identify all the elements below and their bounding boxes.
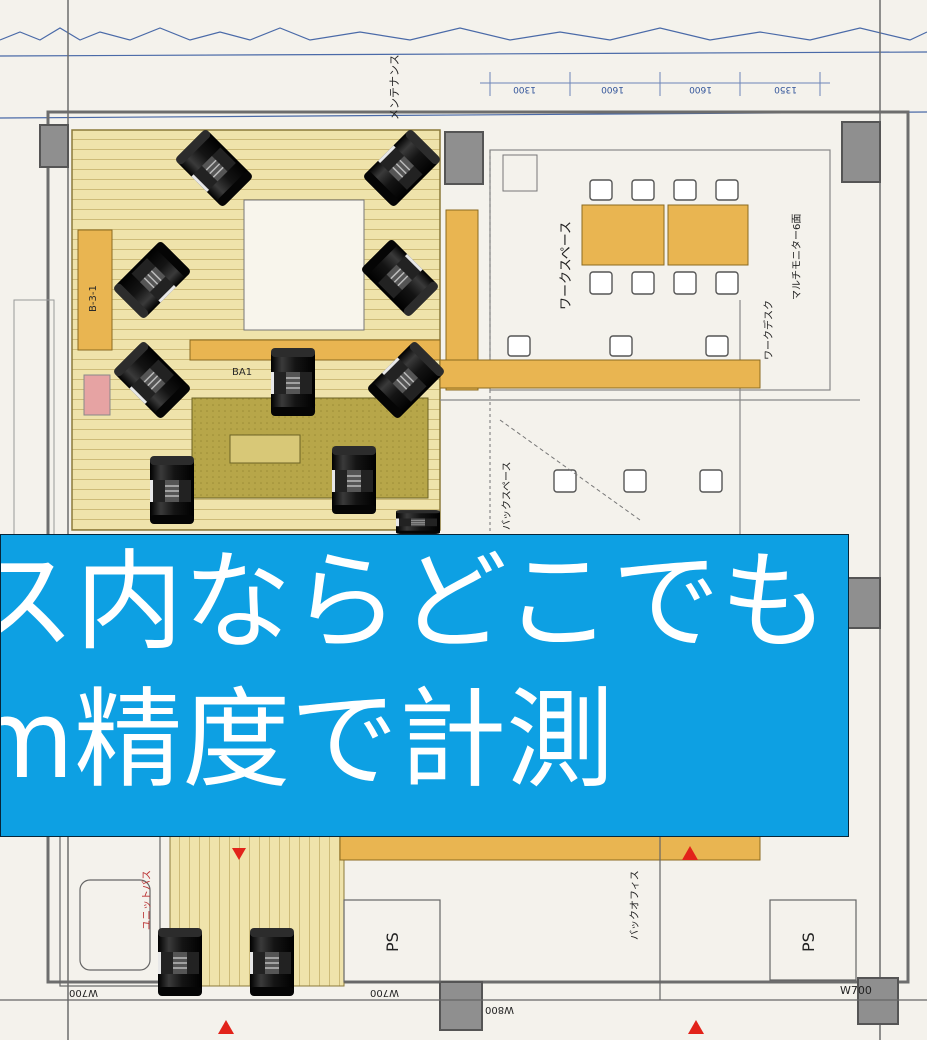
sensor-device-icon bbox=[149, 455, 195, 525]
w700-mid-label: W700 bbox=[370, 987, 399, 998]
lounge-low-table bbox=[229, 434, 301, 464]
workspace-desk-b bbox=[667, 204, 749, 266]
workspace-front-bench bbox=[439, 359, 761, 389]
bottom-bench bbox=[339, 835, 761, 861]
sensor-device-icon bbox=[395, 509, 441, 535]
multi-monitor-label: マルチモニター6面 bbox=[791, 214, 803, 300]
bottom-structures bbox=[0, 835, 927, 1001]
back-space-label: バックスペース bbox=[501, 462, 513, 531]
w700-left-label: W700 bbox=[69, 987, 98, 998]
direction-marker-icon bbox=[682, 846, 698, 860]
unit-bath-label: ユニットバス bbox=[141, 870, 153, 930]
ps-left-label: PS bbox=[383, 932, 402, 952]
dimension-strip bbox=[480, 72, 830, 96]
ps-right-label: PS bbox=[799, 932, 818, 952]
storage-box bbox=[502, 154, 538, 192]
direction-marker-icon bbox=[232, 848, 246, 860]
w800-label: W800 bbox=[485, 1004, 514, 1015]
lounge-table bbox=[243, 199, 365, 331]
dim-1600b: 1600 bbox=[689, 84, 712, 94]
maintenance-label: メンテナンス bbox=[388, 54, 401, 120]
headline-banner: ス内ならどこでも m精度で計測 bbox=[0, 534, 849, 837]
ba1-label: BA1 bbox=[232, 367, 252, 378]
dim-1350: 1350 bbox=[774, 84, 797, 94]
dim-1600a: 1600 bbox=[601, 84, 624, 94]
sensor-device-icon bbox=[249, 927, 295, 997]
sensor-device-icon bbox=[270, 347, 316, 417]
headline-line-2: m精度で計測 bbox=[0, 678, 615, 803]
direction-marker-icon bbox=[218, 1020, 234, 1034]
back-office-label: バックオフィス bbox=[629, 870, 641, 940]
workspace-region bbox=[440, 149, 860, 560]
sensor-device-icon bbox=[331, 445, 377, 515]
lounge-bench-left bbox=[77, 229, 113, 351]
w700-right-label: W700 bbox=[840, 984, 872, 997]
b31-label: B-3-1 bbox=[88, 285, 99, 312]
workspace-desk-a bbox=[581, 204, 665, 266]
workspace-label: ワークスペース bbox=[559, 221, 574, 310]
workspace-desk-label: ワークデスク bbox=[762, 300, 775, 360]
direction-marker-icon bbox=[688, 1020, 704, 1034]
workspace-chairs bbox=[507, 179, 739, 493]
sensor-device-icon bbox=[157, 927, 203, 997]
dim-1300: 1300 bbox=[513, 84, 536, 94]
left-shelf bbox=[83, 374, 111, 416]
headline-line-1: ス内ならどこでも bbox=[0, 540, 828, 665]
door-swing bbox=[499, 419, 641, 521]
